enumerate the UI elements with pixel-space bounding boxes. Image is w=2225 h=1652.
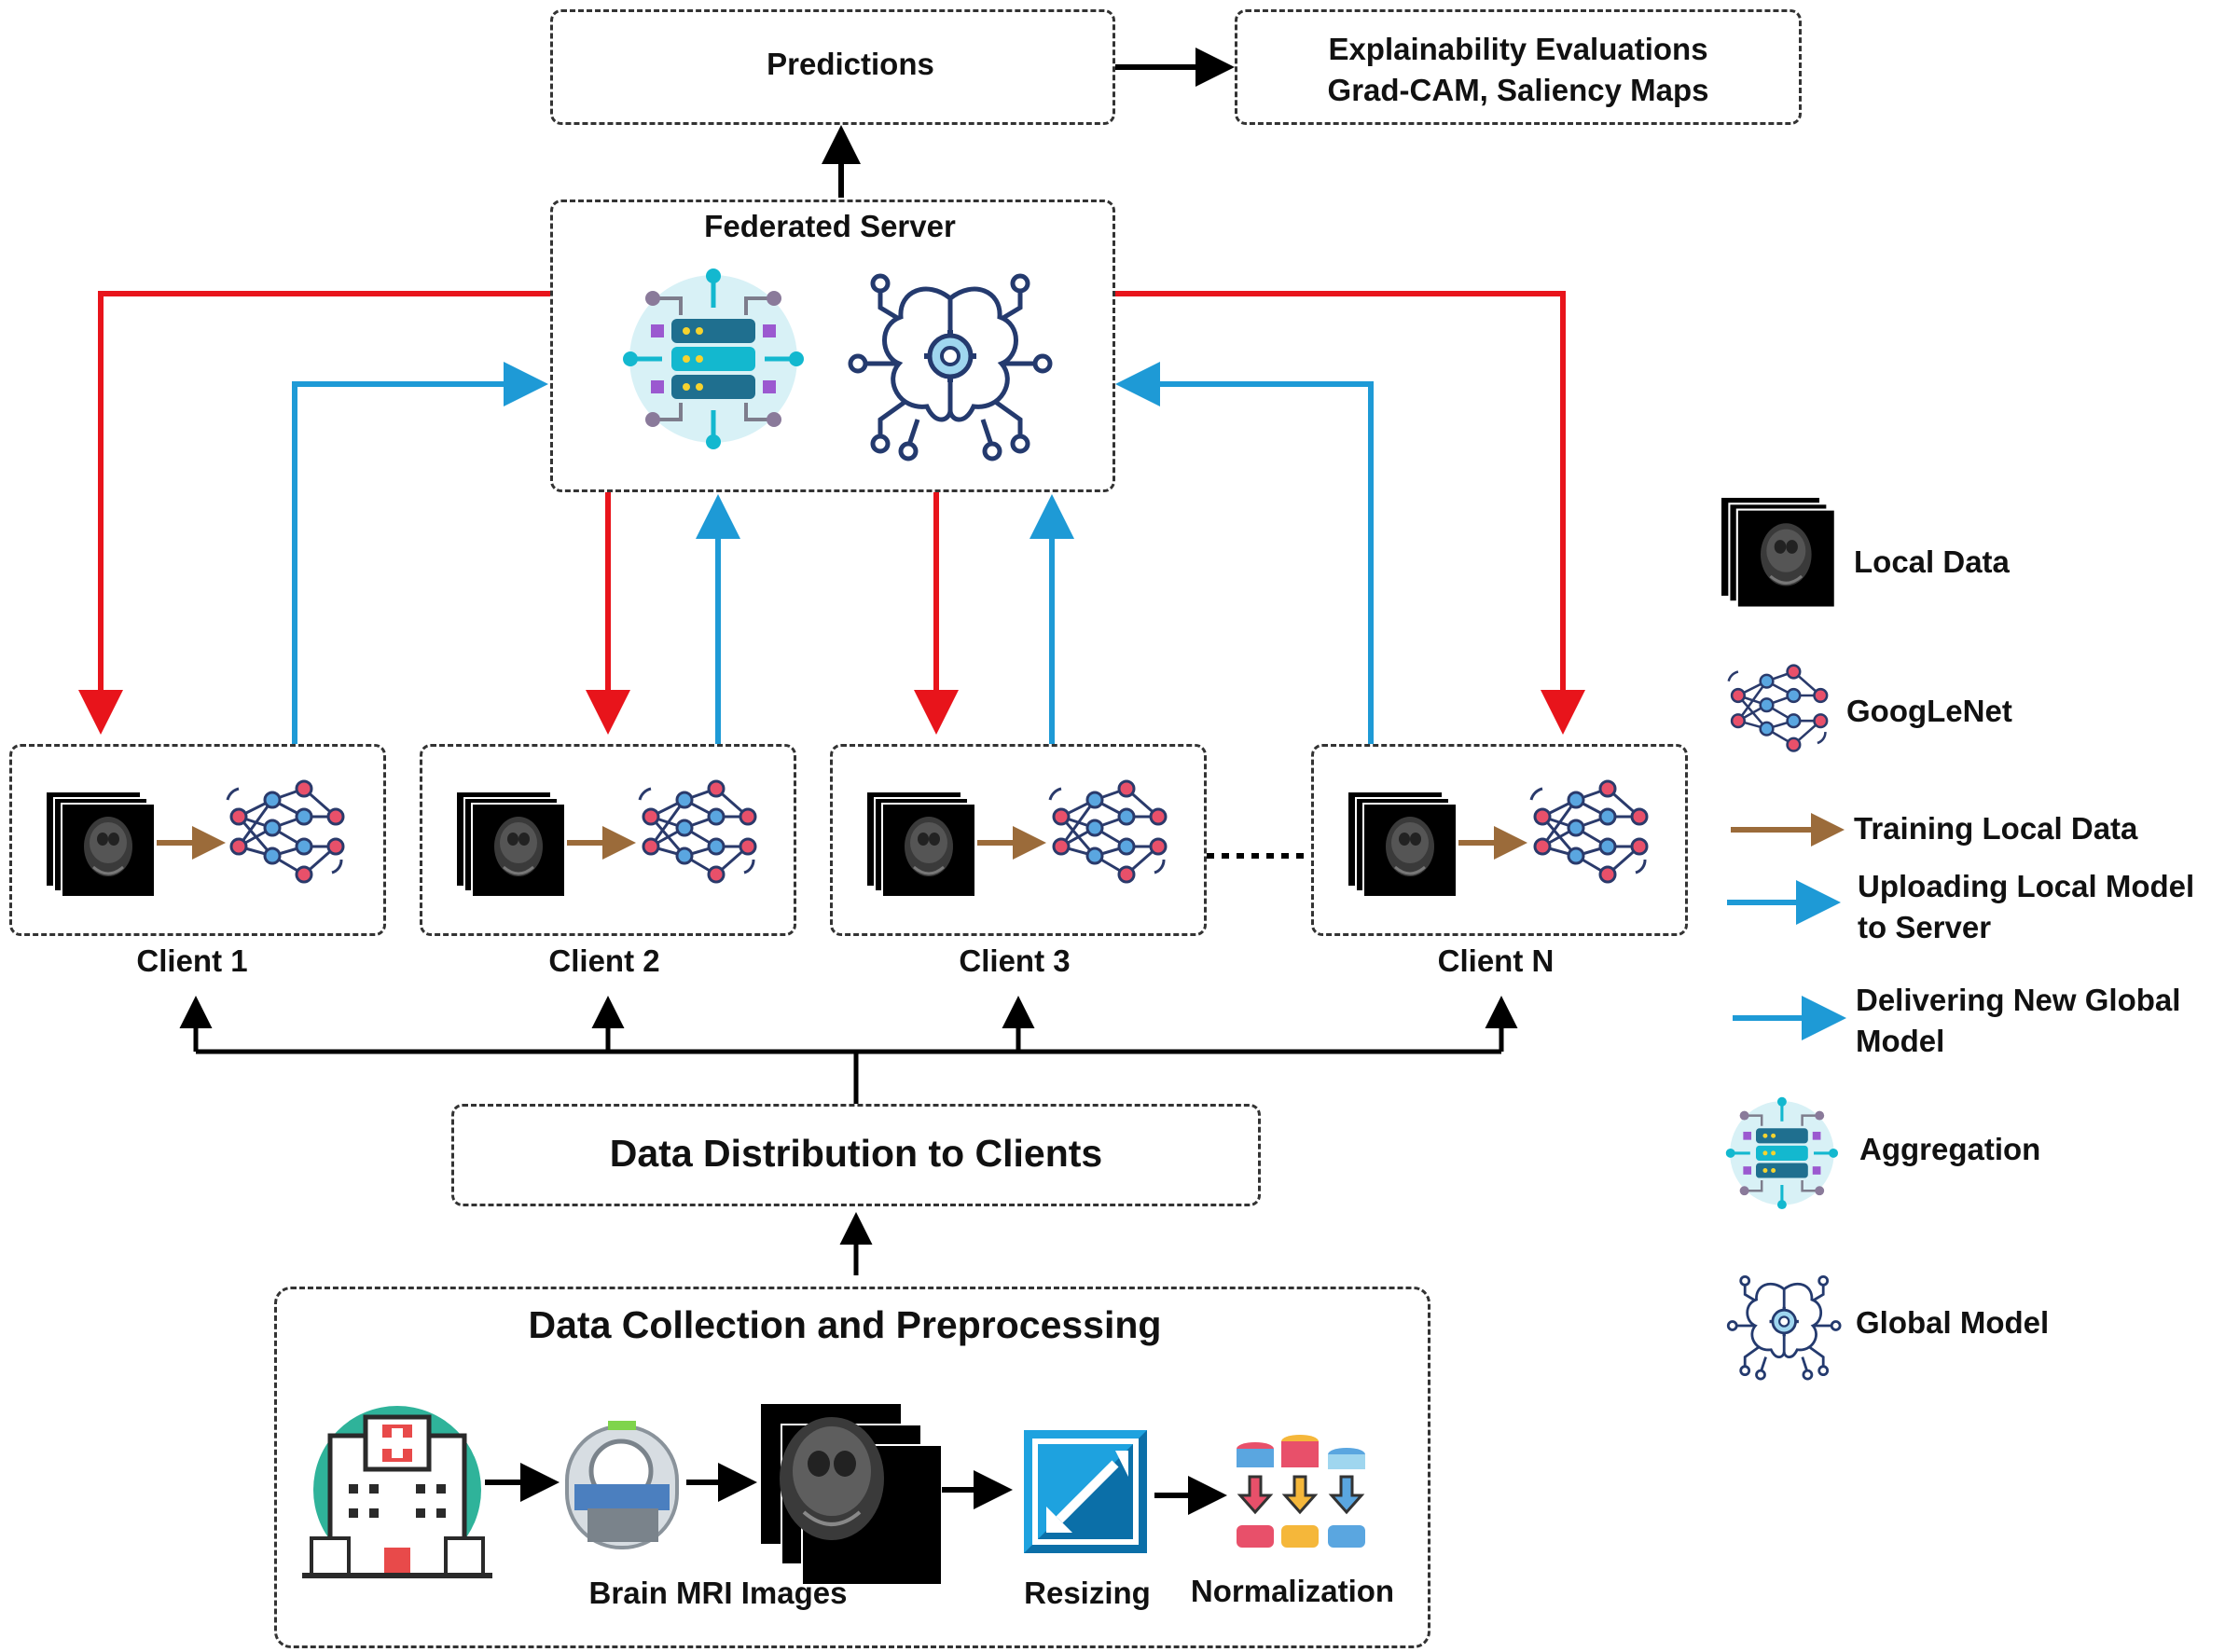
legend-delivering-line1: Delivering New Global xyxy=(1856,983,2181,1017)
client-n-box xyxy=(1311,744,1688,936)
federated-server-box xyxy=(550,200,1115,492)
explainability-line1: Explainability Evaluations xyxy=(1328,32,1708,66)
predictions-box xyxy=(550,9,1115,125)
explainability-box xyxy=(1235,9,1802,125)
client-2-label: Client 2 xyxy=(548,943,660,978)
distribution-box xyxy=(451,1104,1261,1206)
legend-uploading-line1: Uploading Local Model xyxy=(1858,869,2195,903)
hospital-icon xyxy=(302,1406,492,1578)
legend-global-model-icon xyxy=(1726,1274,1842,1381)
legend-aggregation-label: Aggregation xyxy=(1859,1132,2041,1166)
mri-scanner-icon xyxy=(565,1421,679,1549)
legend-aggregation-icon xyxy=(1724,1095,1840,1211)
client-n-label: Client N xyxy=(1437,943,1555,978)
collection-title: Data Collection and Preprocessing xyxy=(528,1303,1162,1346)
client-3-box xyxy=(830,744,1207,936)
legend-googlenet-icon xyxy=(1727,664,1829,752)
legend-uploading-line2: to Server xyxy=(1858,910,1992,944)
legend-delivering-line2: Model xyxy=(1856,1024,1945,1058)
client-1-box xyxy=(9,744,386,936)
normalization-label: Normalization xyxy=(1190,1574,1395,1608)
predictions-label: Predictions xyxy=(767,47,934,81)
brain-mri-images-icon xyxy=(761,1404,943,1586)
client-1-icons xyxy=(45,779,345,899)
resize-icon xyxy=(1024,1430,1147,1553)
normalization-icon xyxy=(1237,1435,1365,1548)
mri-images-label: Brain MRI Images xyxy=(588,1576,848,1610)
resizing-label: Resizing xyxy=(1024,1576,1151,1610)
legend-googlenet-label: GoogLeNet xyxy=(1846,694,2012,728)
legend-training-label: Training Local Data xyxy=(1854,811,2138,846)
collection-box xyxy=(274,1287,1430,1648)
client-2-icons xyxy=(455,779,757,899)
legend-local-data-icon xyxy=(1720,496,1837,610)
explainability-line2: Grad-CAM, Saliency Maps xyxy=(1327,73,1709,107)
legend-global-model-label: Global Model xyxy=(1856,1305,2050,1340)
client-3-icons xyxy=(865,779,1168,899)
federated-server-title: Federated Server xyxy=(704,209,956,243)
distribution-title: Data Distribution to Clients xyxy=(609,1132,1103,1175)
legend-local-data-label: Local Data xyxy=(1854,544,2010,579)
client-n-icons xyxy=(1347,779,1649,899)
client-1-label: Client 1 xyxy=(136,943,248,978)
client-3-label: Client 3 xyxy=(959,943,1071,978)
client-2-box xyxy=(420,744,796,936)
